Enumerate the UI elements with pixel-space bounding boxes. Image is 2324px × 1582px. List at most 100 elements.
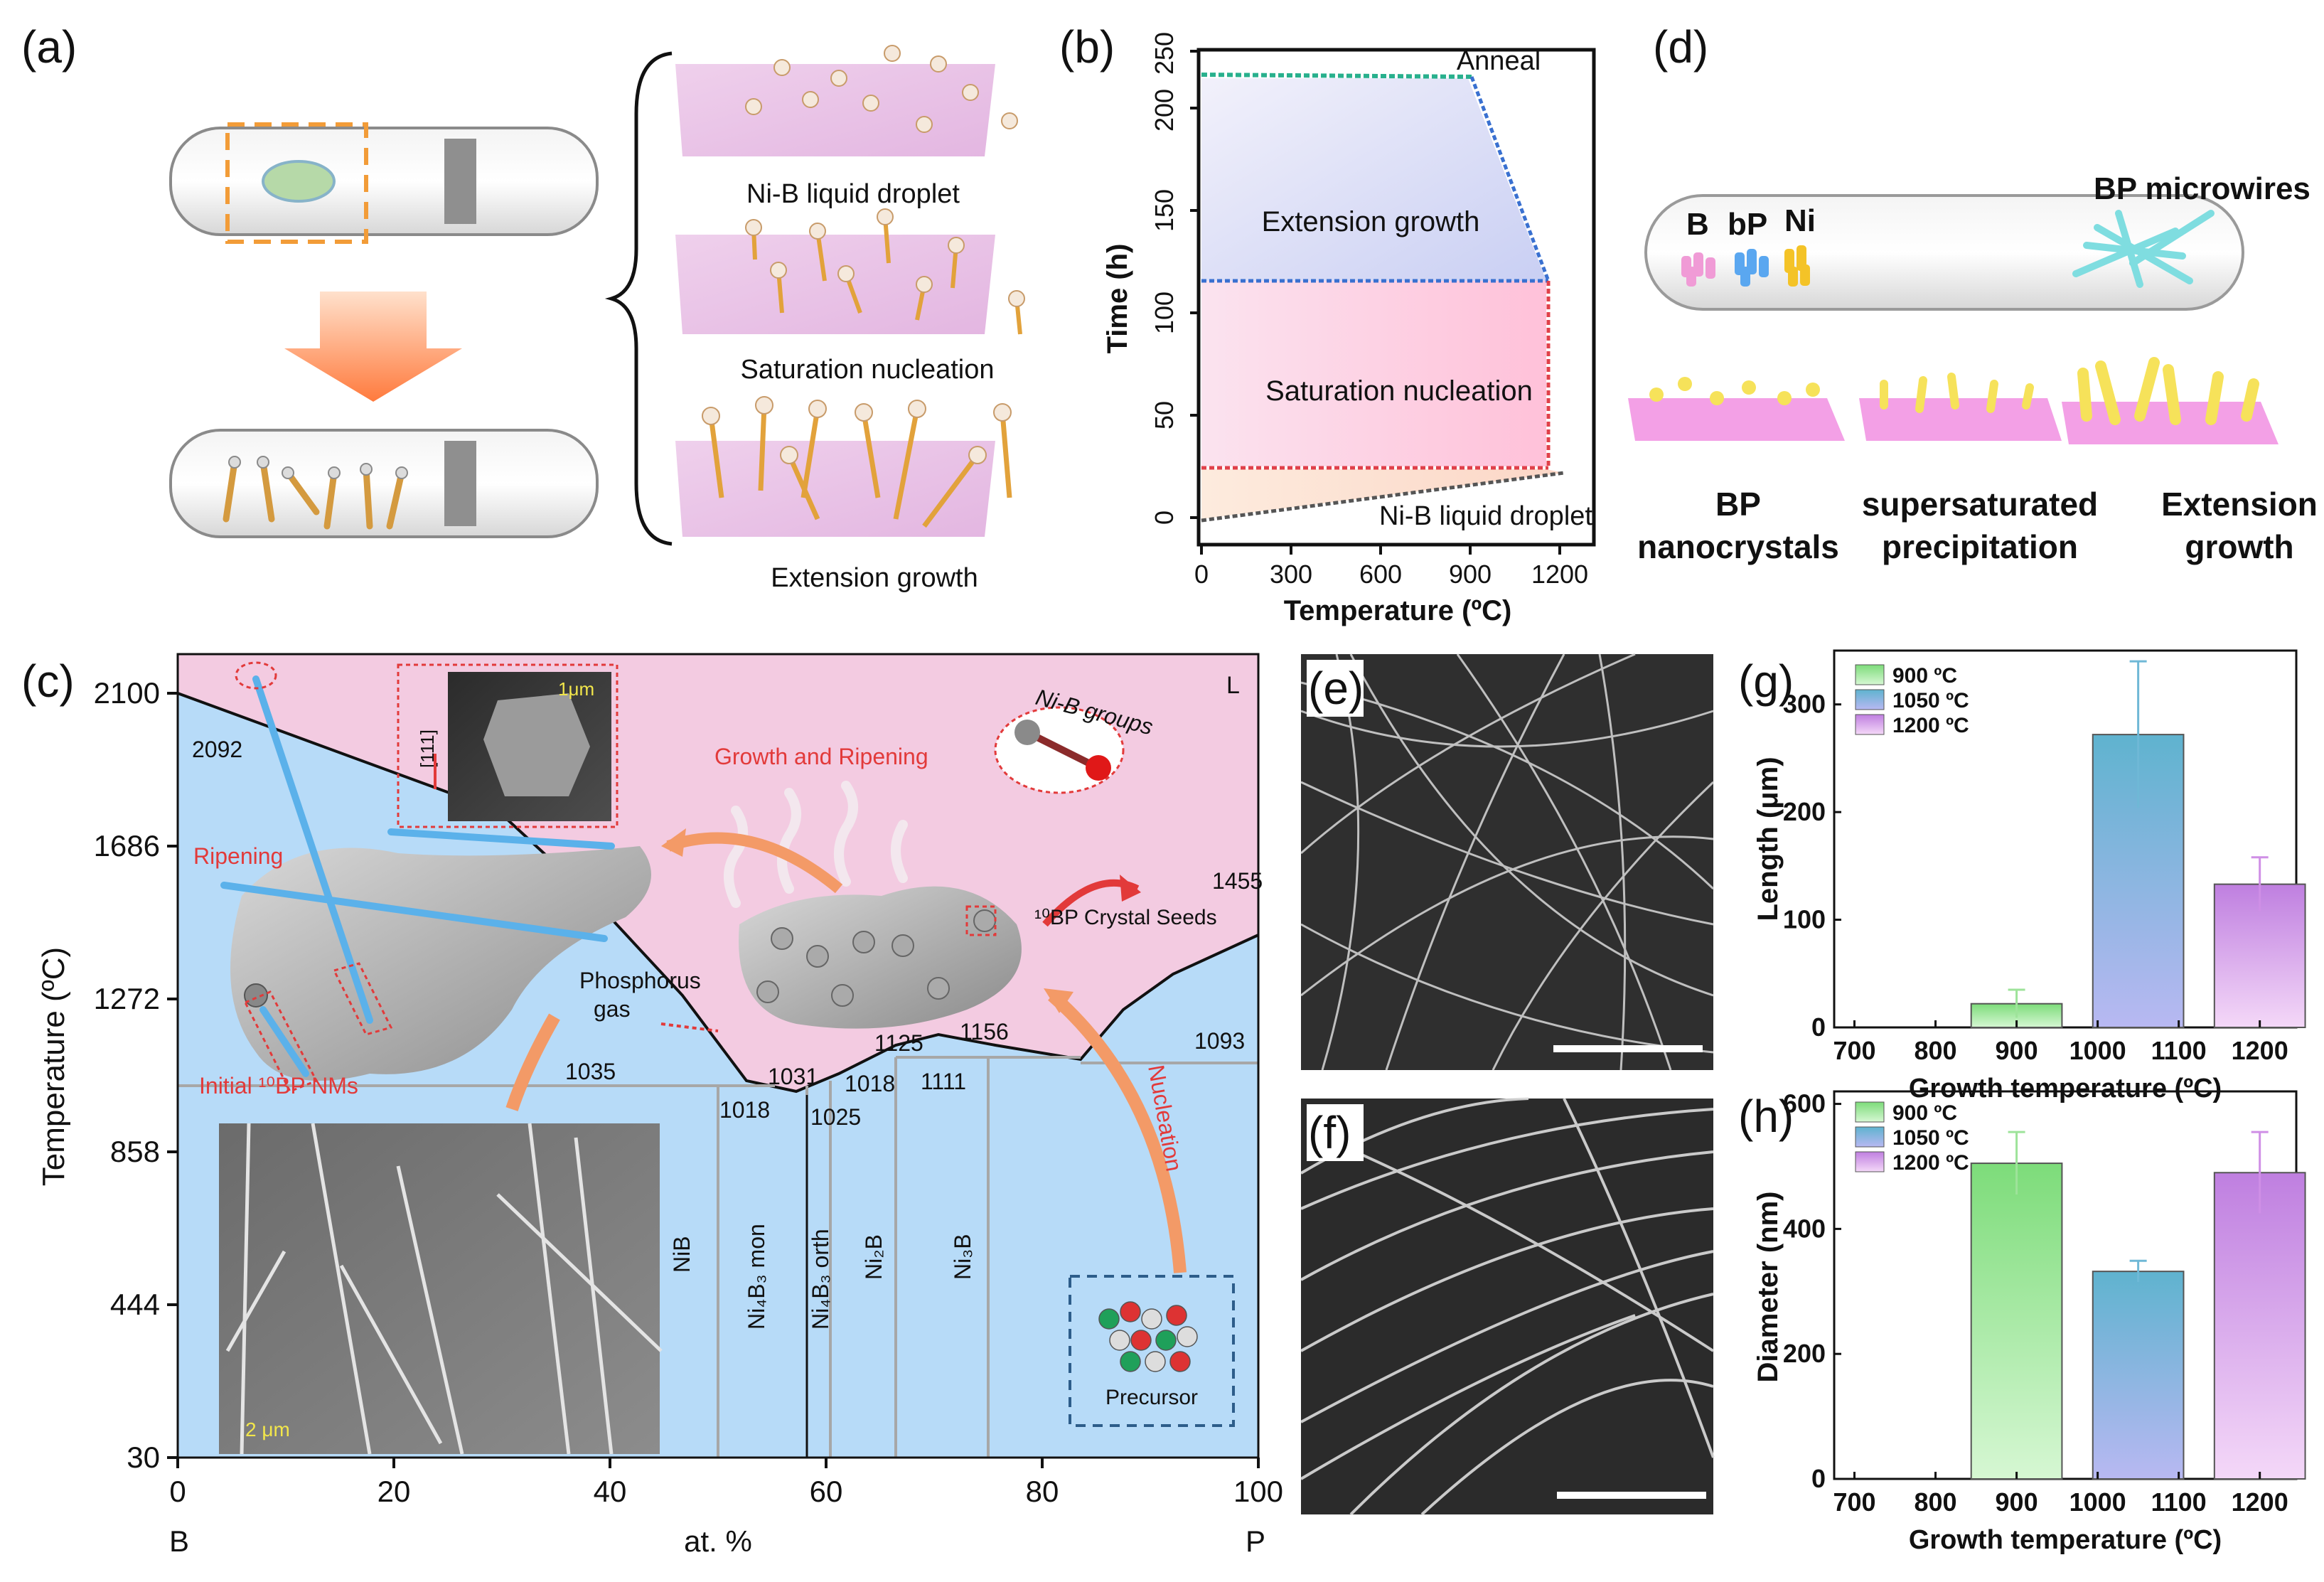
d-microwires bbox=[2072, 210, 2215, 288]
h-xtick-label-1100: 1100 bbox=[2151, 1487, 2207, 1517]
b-ytick-5: 250 bbox=[1150, 32, 1179, 75]
d-label-microwires: BP microwires bbox=[2094, 171, 2310, 206]
c-ripening-label: Ripening bbox=[193, 843, 283, 869]
h-xtick-label-700: 700 bbox=[1833, 1487, 1875, 1517]
panel-a: (a) bbox=[21, 21, 1025, 593]
d-label-b: B bbox=[1686, 207, 1709, 242]
c-ylabel: Temperature (ºC) bbox=[36, 947, 71, 1186]
h-legend: 900 ºC 1050 ºC 1200 ºC bbox=[1855, 1101, 1969, 1175]
c-point-2092: 2092 bbox=[192, 737, 242, 762]
stage-droplet: Ni-B liquid droplet bbox=[675, 45, 1018, 209]
c-point-1111: 1111 bbox=[921, 1069, 966, 1094]
g-legend-1050: 1050 ºC bbox=[1892, 689, 1969, 712]
panel-c: (c) 0 20 40 60 80 bbox=[21, 653, 1283, 1558]
b-ytick-0: 0 bbox=[1150, 511, 1179, 525]
c-point-1125: 1125 bbox=[874, 1030, 923, 1056]
c-xtick-0: 0 bbox=[169, 1475, 186, 1508]
panel-d-letter: (d) bbox=[1653, 21, 1708, 73]
c-phase-nib: NiB bbox=[669, 1236, 695, 1273]
c-wires-left bbox=[220, 675, 615, 1077]
e-sem-image bbox=[1301, 654, 1713, 1070]
c-ytick-0: 30 bbox=[127, 1441, 160, 1474]
g-ytick-label-100: 100 bbox=[1783, 905, 1826, 934]
d-b-cluster bbox=[1681, 252, 1715, 287]
b-ytick-2: 100 bbox=[1150, 292, 1179, 334]
region-droplet bbox=[1201, 469, 1564, 519]
h-bar-900 bbox=[1970, 1163, 2063, 1480]
g-xlabel: Growth temperature (ºC) bbox=[1909, 1074, 2222, 1103]
c-point-1455: 1455 bbox=[1212, 868, 1263, 894]
g-xtick-label-800: 800 bbox=[1915, 1036, 1957, 1065]
h-ytick-label-600: 600 bbox=[1783, 1089, 1826, 1118]
g-ytick-label-0: 0 bbox=[1811, 1012, 1826, 1042]
stage-nucleation-label: Saturation nucleation bbox=[740, 355, 994, 385]
c-initial-label: Initial ¹⁰BP NMs bbox=[199, 1073, 358, 1099]
c-blob-left bbox=[230, 846, 651, 1081]
e-scale-bar bbox=[1553, 1045, 1703, 1052]
b-xtick-0: 0 bbox=[1194, 560, 1209, 589]
c-xlabel: at. % bbox=[684, 1524, 752, 1558]
c-point-1093: 1093 bbox=[1194, 1028, 1245, 1054]
c-growth-label: Growth and Ripening bbox=[714, 744, 928, 769]
d-label-ni: Ni bbox=[1784, 203, 1816, 238]
d-stage-2-line2: precipitation bbox=[1882, 528, 2078, 565]
c-ytick-4: 1686 bbox=[94, 829, 160, 862]
c-phase-ni4b3-mon: Ni₄B₃ mon bbox=[744, 1224, 769, 1330]
g-plot-frame bbox=[1833, 649, 2298, 1029]
c-ytick-1: 444 bbox=[110, 1288, 160, 1321]
panel-b-letter: (b) bbox=[1059, 21, 1115, 73]
c-point-1018b: 1018 bbox=[845, 1071, 895, 1096]
panel-f: (f) bbox=[1300, 1097, 1715, 1516]
h-xtick-label-800: 800 bbox=[1915, 1487, 1957, 1517]
panel-a-letter: (a) bbox=[21, 21, 77, 73]
d-stage-3-line1: Extension bbox=[2161, 486, 2318, 523]
c-point-1018a: 1018 bbox=[719, 1097, 770, 1123]
b-ytick-4: 200 bbox=[1150, 89, 1179, 132]
h-xtick-label-900: 900 bbox=[1996, 1487, 2038, 1517]
c-ytick-2: 858 bbox=[110, 1135, 160, 1168]
b-xtick-3: 900 bbox=[1449, 560, 1492, 589]
stage-nucleation: Saturation nucleation bbox=[675, 208, 1025, 385]
b-ylabel: Time (h) bbox=[1102, 244, 1133, 354]
c-blob-center bbox=[739, 886, 1022, 1029]
h-xlabel: Growth temperature (ºC) bbox=[1909, 1525, 2222, 1555]
c-arrow-to-sem bbox=[505, 1013, 560, 1111]
g-xtick-label-1000: 1000 bbox=[2069, 1036, 2126, 1065]
h-legend-1200: 1200 ºC bbox=[1892, 1151, 1969, 1175]
g-legend-900: 900 ºC bbox=[1892, 664, 1957, 688]
b-region-anneal: Anneal bbox=[1457, 46, 1541, 76]
c-phase-ni3b: Ni₃B bbox=[950, 1234, 975, 1280]
panel-e-letter: (e) bbox=[1308, 663, 1364, 714]
d-stage-3 bbox=[2062, 357, 2279, 444]
c-point-1156: 1156 bbox=[960, 1019, 1009, 1044]
h-bar-1050 bbox=[2092, 1271, 2185, 1480]
c-gas: gas bbox=[594, 996, 631, 1022]
c-ytick-5: 2100 bbox=[94, 676, 160, 710]
c-ytick-3: 1272 bbox=[94, 982, 160, 1015]
h-ylabel: Diameter (nm) bbox=[1752, 1192, 1784, 1383]
h-ytick-label-400: 400 bbox=[1783, 1214, 1826, 1243]
c-seeds-label: ¹⁰BP Crystal Seeds bbox=[1034, 906, 1217, 929]
c-arrow-growth bbox=[666, 832, 843, 894]
b-ytick-3: 150 bbox=[1150, 189, 1179, 232]
panel-c-letter: (c) bbox=[21, 656, 75, 707]
b-xtick-4: 1200 bbox=[1531, 560, 1588, 589]
h-ytick-label-0: 0 bbox=[1811, 1464, 1826, 1493]
d-ni-cluster bbox=[1784, 245, 1810, 287]
g-xtick-label-900: 900 bbox=[1996, 1036, 2038, 1065]
g-xtick-label-1200: 1200 bbox=[2232, 1036, 2288, 1065]
f-scale-bar bbox=[1557, 1492, 1706, 1499]
c-point-1025: 1025 bbox=[810, 1104, 861, 1130]
g-legend-1200: 1200 ºC bbox=[1892, 714, 1969, 737]
panel-f-letter: (f) bbox=[1308, 1107, 1351, 1158]
g-xtick-label-700: 700 bbox=[1833, 1036, 1875, 1065]
b-region-nucleation: Saturation nucleation bbox=[1265, 375, 1533, 407]
c-inset-scale: 1μm bbox=[558, 678, 594, 700]
c-xtick-2: 40 bbox=[594, 1475, 627, 1508]
c-arrow-nucleation bbox=[1048, 990, 1187, 1273]
c-point-1035: 1035 bbox=[565, 1059, 616, 1084]
d-bp-cluster bbox=[1735, 249, 1769, 287]
stage-droplet-label: Ni-B liquid droplet bbox=[746, 179, 960, 209]
